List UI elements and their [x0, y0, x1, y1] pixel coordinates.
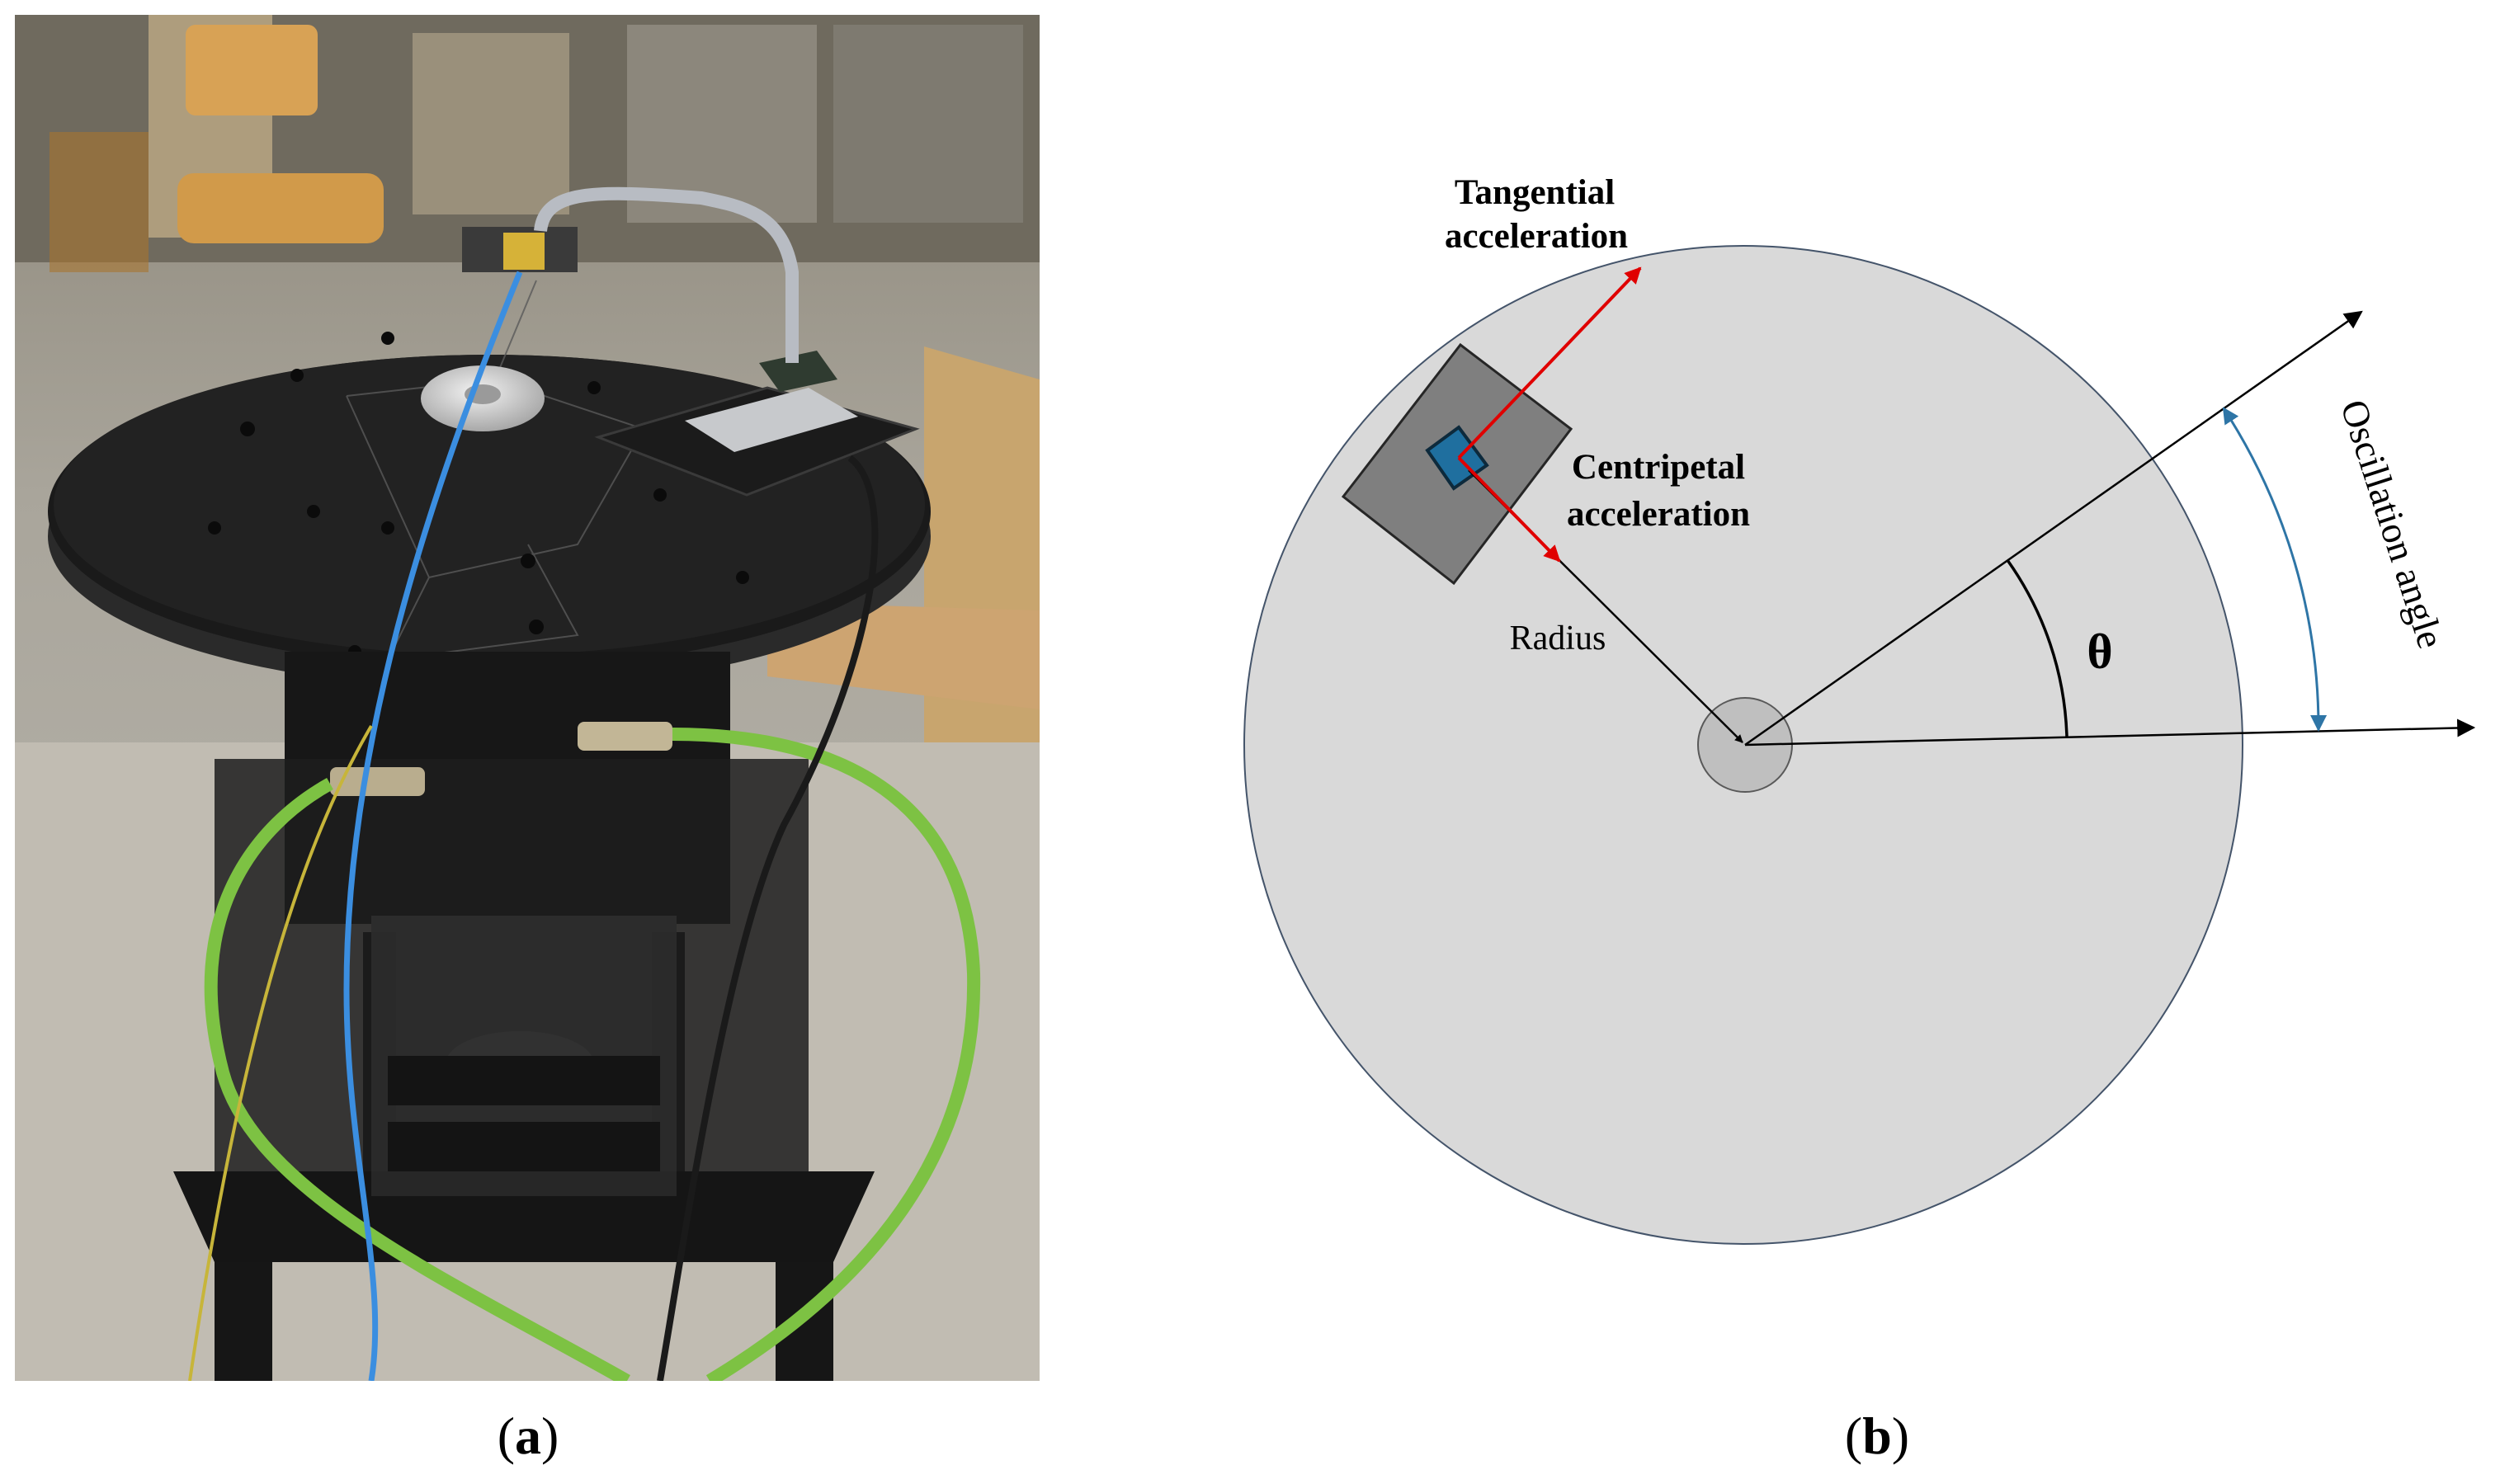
rotated-axis-arrow — [1744, 310, 2363, 747]
photo-test-rig — [15, 15, 1040, 1381]
centripetal-label-line1: Centripetal — [1572, 448, 1745, 487]
theta-arc — [2006, 558, 2068, 737]
schematic-diagram: Tangential acceleration Centripetal acce… — [1243, 173, 2476, 1245]
theta-label: θ — [2087, 624, 2112, 679]
reference-axis-arrow — [1744, 718, 2476, 747]
radius-label: Radius — [1510, 620, 1606, 657]
caption-a: (a) — [498, 1406, 559, 1465]
centripetal-acceleration-arrow — [1457, 456, 1561, 563]
caption-b: (b) — [1845, 1406, 1909, 1465]
oscillation-angle-label: Oscillation angle — [2333, 394, 2452, 652]
tangential-label-line1: Tangential — [1455, 173, 1615, 212]
centripetal-label-line2: acceleration — [1567, 495, 1750, 534]
oscillation-angle-arc — [2222, 407, 2328, 732]
tangential-label-line2: acceleration — [1445, 217, 1628, 256]
tangential-acceleration-arrow — [1457, 266, 1642, 459]
